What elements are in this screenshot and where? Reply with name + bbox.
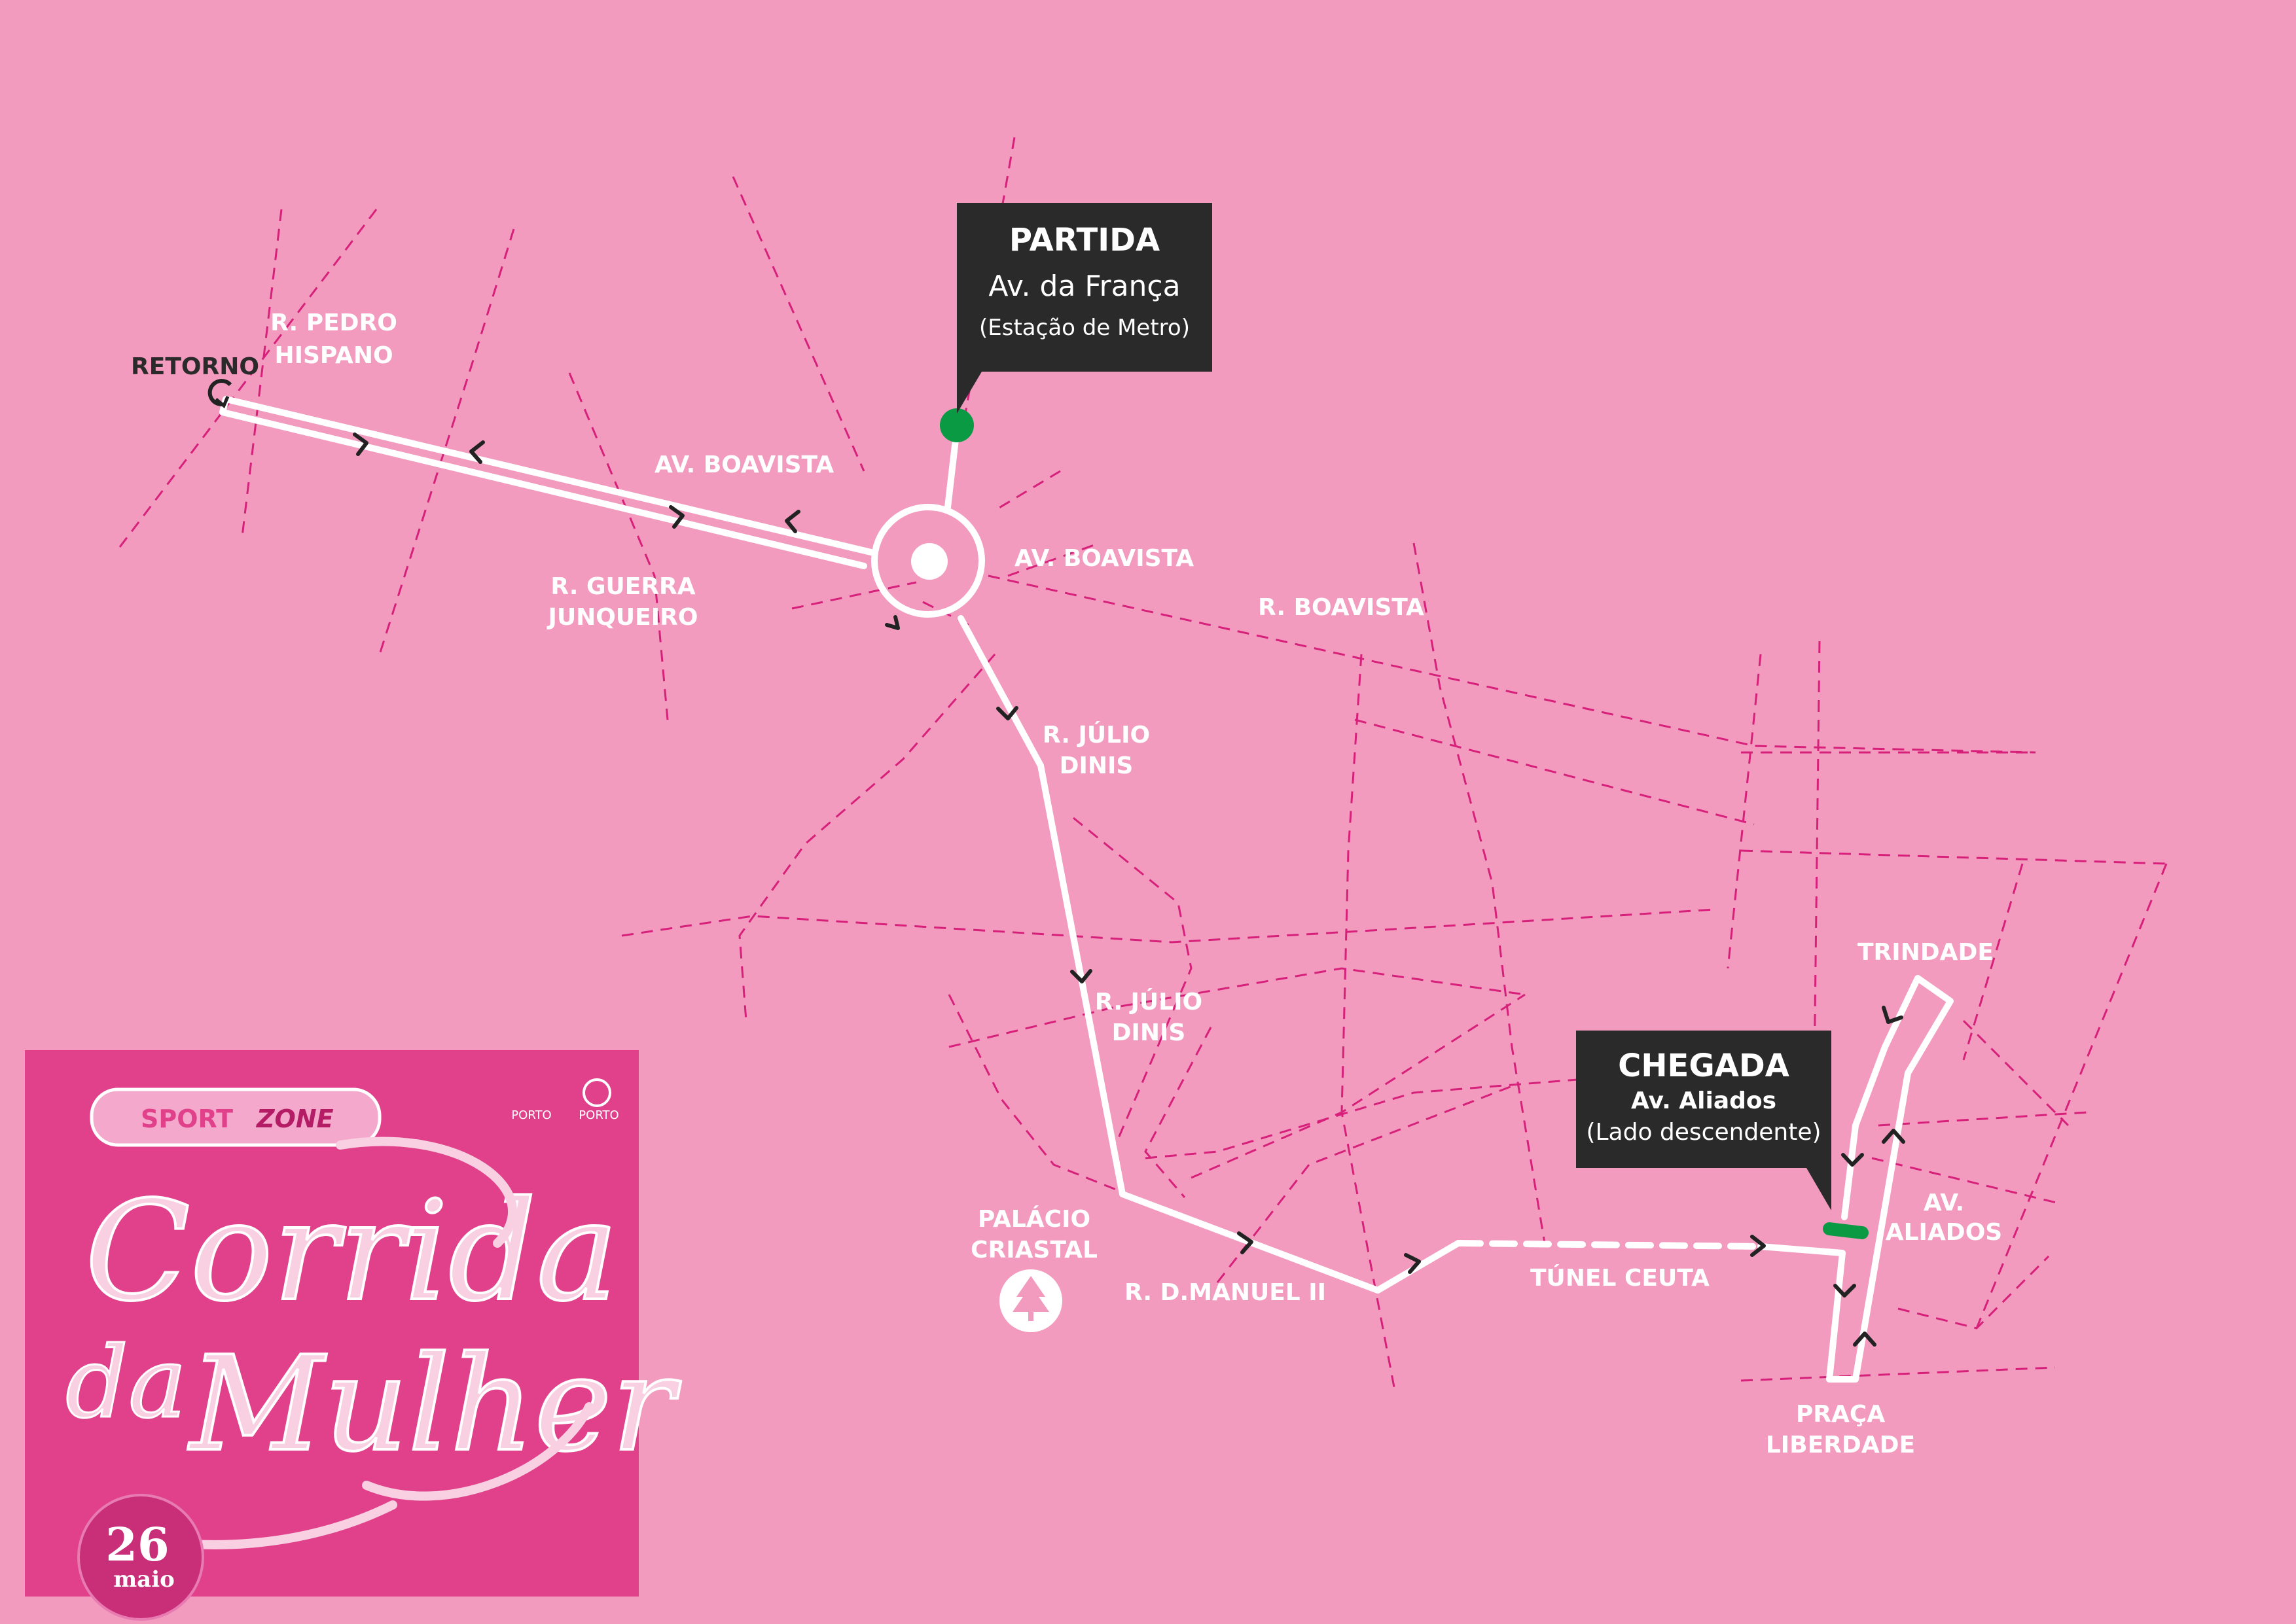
label-retorno: RETORNO xyxy=(131,353,259,380)
arrow-trindade xyxy=(1882,1006,1903,1024)
poster-brand-1: SPORT xyxy=(141,1104,233,1133)
route-aliados-loop xyxy=(1757,975,1954,1383)
poster-date-badge xyxy=(77,1494,204,1621)
label-praca-2: LIBERDADE xyxy=(1766,1432,1915,1458)
label-aliados-1: AV. xyxy=(1924,1190,1964,1216)
poster-logo-emblem xyxy=(583,1078,611,1107)
label-av-boavista-2: AV. BOAVISTA xyxy=(1014,545,1194,572)
label-guerra-1: R. GUERRA xyxy=(550,573,695,600)
label-r-boavista: R. BOAVISTA xyxy=(1258,594,1424,621)
label-julio-b2: DINIS xyxy=(1112,1019,1186,1046)
poster-logo-1: PORTO xyxy=(511,1108,551,1122)
arrow-down-1 xyxy=(1841,1153,1864,1167)
start-title: PARTIDA xyxy=(1009,222,1160,258)
start-subtitle: Av. da França xyxy=(988,270,1180,303)
arrow-east-1 xyxy=(353,432,368,456)
roundabout xyxy=(871,504,985,618)
poster-title-3: Mulher xyxy=(187,1328,681,1481)
label-julio-a2: DINIS xyxy=(1060,752,1134,779)
poster-brand-badge xyxy=(90,1087,382,1147)
roundabout-center xyxy=(911,543,948,580)
route-tunel-ceuta xyxy=(1455,1240,1764,1250)
event-poster: SPORT ZONE PORTO PORTO Corrida da Mulher… xyxy=(25,1050,683,1621)
finish-title: CHEGADA xyxy=(1618,1048,1789,1084)
arrow-east-2 xyxy=(669,505,685,529)
finish-subtitle: Av. Aliados xyxy=(1631,1087,1776,1114)
arrow-down-2 xyxy=(1833,1284,1856,1297)
u-turn-icon xyxy=(207,379,232,407)
arrow-up-1 xyxy=(1882,1129,1905,1144)
start-marker xyxy=(940,408,974,442)
label-julio-b1: R. JÚLIO xyxy=(1095,988,1202,1015)
arrow-julio-2 xyxy=(1070,969,1092,983)
label-palacio-2: CRIASTAL xyxy=(971,1237,1098,1263)
label-pedro-hispano-1: R. PEDRO xyxy=(270,309,397,336)
finish-callout: CHEGADA Av. Aliados (Lado descendente) xyxy=(1576,1031,1831,1210)
arrow-tunel-2 xyxy=(1750,1235,1766,1257)
label-tunel: TÚNEL CEUTA xyxy=(1530,1264,1710,1292)
start-callout-box xyxy=(957,203,1212,372)
label-guerra-2: JUNQUEIRO xyxy=(547,604,698,631)
label-trindade: TRINDADE xyxy=(1857,939,1994,966)
start-note: (Estação de Metro) xyxy=(979,315,1190,341)
arrow-manuel xyxy=(1237,1231,1253,1254)
race-route xyxy=(219,396,1954,1383)
direction-arrows xyxy=(353,432,1905,1347)
label-julio-a1: R. JÚLIO xyxy=(1043,721,1150,749)
u-turn-arrowhead xyxy=(215,396,230,409)
poster-brand-2: ZONE xyxy=(256,1104,334,1133)
poster-title-1: Corrida xyxy=(85,1171,619,1332)
poster-logo-2: PORTO xyxy=(579,1108,619,1122)
arrow-west-1 xyxy=(469,440,485,464)
arrow-tunel-1 xyxy=(1404,1253,1421,1274)
finish-note: (Lado descendente) xyxy=(1586,1119,1821,1146)
label-pedro-hispano-2: HISPANO xyxy=(274,342,393,369)
tree-icon xyxy=(999,1269,1062,1332)
finish-marker xyxy=(1823,1222,1869,1239)
arrow-west-2 xyxy=(785,510,800,533)
finish-callout-pointer xyxy=(1806,1168,1831,1210)
route-julio-dinis xyxy=(958,615,1462,1294)
arrow-up-2 xyxy=(1853,1332,1876,1347)
street-network xyxy=(117,137,2168,1388)
poster-date-month: maio xyxy=(113,1566,175,1593)
poster-date-day: 26 xyxy=(105,1517,169,1572)
start-callout: PARTIDA Av. da França (Estação de Metro) xyxy=(957,203,1212,414)
arrow-julio-1 xyxy=(996,706,1018,720)
finish-callout-box xyxy=(1576,1031,1831,1168)
start-callout-pointer xyxy=(957,372,982,414)
street-labels: RETORNO R. PEDRO HISPANO AV. BOAVISTA AV… xyxy=(131,309,2002,1458)
label-aliados-2: ALIADOS xyxy=(1886,1219,2002,1246)
arrow-roundabout xyxy=(885,615,900,630)
poster-title-2: da xyxy=(65,1326,187,1440)
label-manuel: R. D.MANUEL II xyxy=(1124,1279,1326,1306)
label-palacio-1: PALÁCIO xyxy=(978,1205,1090,1233)
label-praca-1: PRAÇA xyxy=(1796,1401,1885,1428)
label-av-boavista-1: AV. BOAVISTA xyxy=(655,451,834,478)
